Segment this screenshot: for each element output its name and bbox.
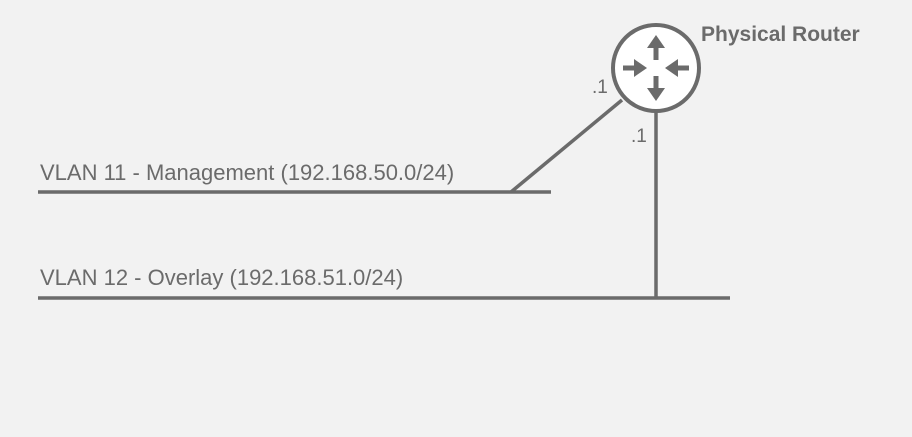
arrow-right-icon xyxy=(623,59,647,77)
router-link-vlan-11 xyxy=(509,98,624,194)
link-ip-label-vlan-11: .1 xyxy=(592,77,608,98)
router-title: Physical Router xyxy=(701,23,860,46)
arrow-up-icon xyxy=(647,35,665,60)
router-icon xyxy=(611,23,701,113)
vlan-11-label: VLAN 11 - Management (192.168.50.0/24) xyxy=(40,160,455,185)
vlan-12-label: VLAN 12 - Overlay (192.168.51.0/24) xyxy=(40,265,404,290)
arrow-down-icon xyxy=(647,76,665,101)
link-ip-label-vlan-12: .1 xyxy=(631,126,647,147)
arrow-left-icon xyxy=(665,59,689,77)
